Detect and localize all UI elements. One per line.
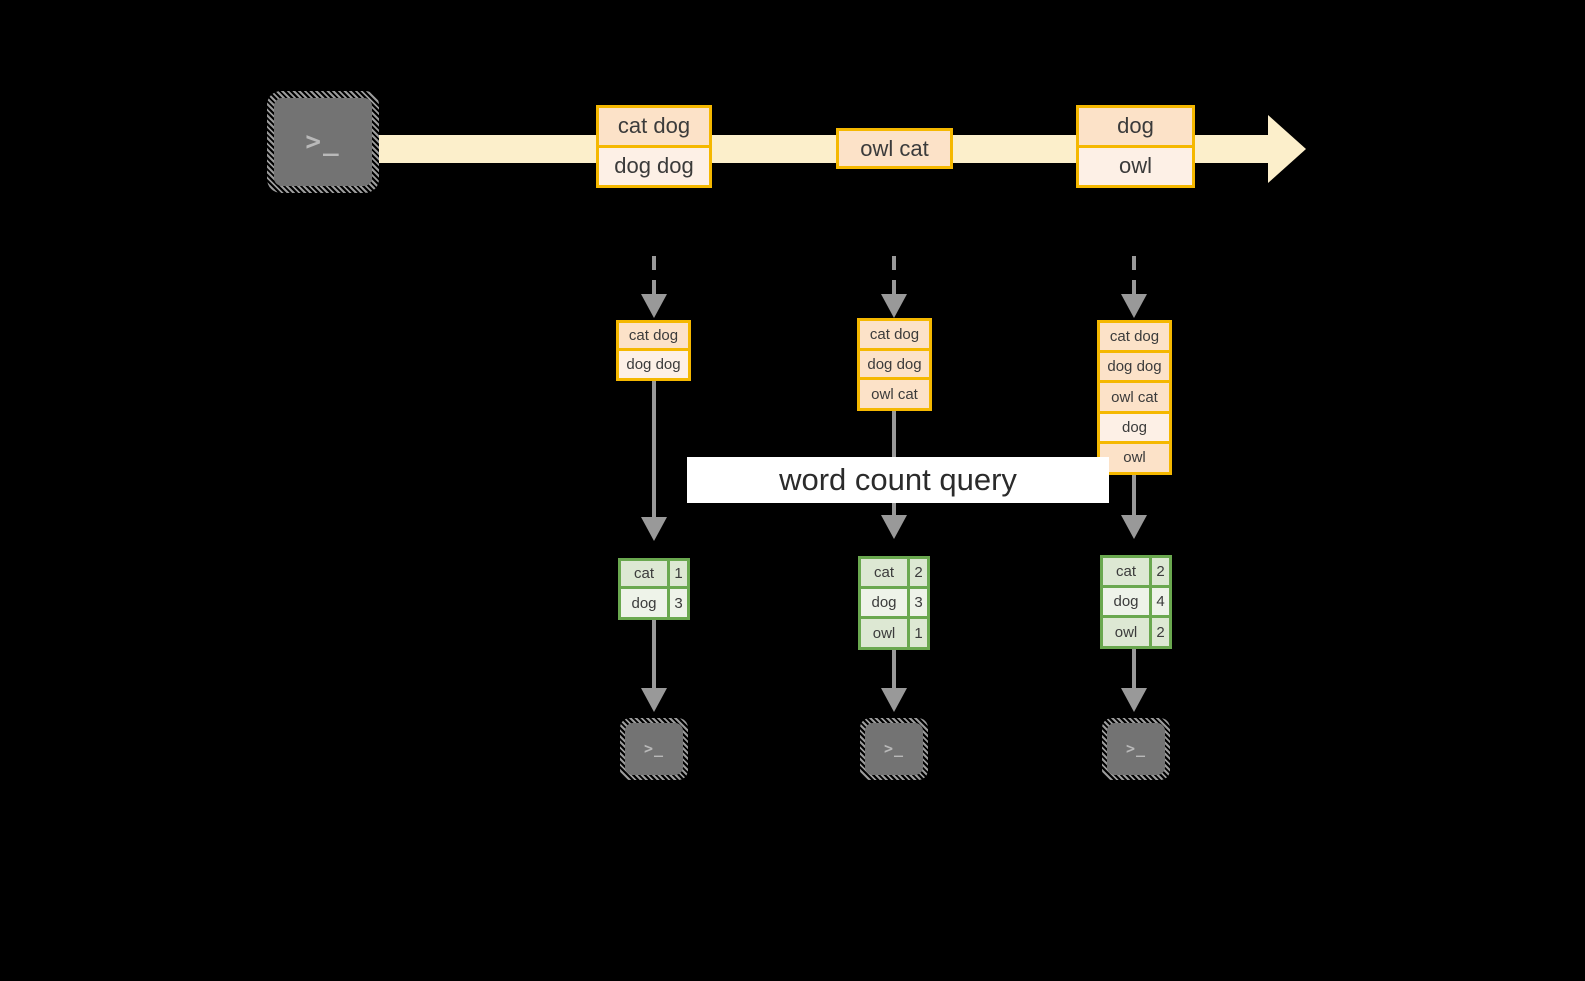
batch-1-result-table: cat 1 dog 3 (618, 558, 690, 620)
batch-3-input-row: owl (1100, 440, 1169, 472)
terminal-prompt-glyph: >_ (643, 739, 665, 758)
batch-3-input-arrow-icon (1121, 294, 1147, 318)
terminal-prompt-glyph: >_ (1125, 739, 1147, 758)
batch-1-input-connector-line (652, 256, 656, 298)
stream-event-2-line-1: owl cat (839, 131, 950, 166)
batch-3-input-row: owl cat (1100, 380, 1169, 411)
batch-2-input-table: cat dog dog dog owl cat (857, 318, 932, 411)
batch-1-query-arrow-icon (641, 517, 667, 541)
batch-1-sink-connector-line (652, 620, 656, 692)
stream-event-1-line-2: dog dog (599, 144, 709, 185)
batch-2-input-row: dog dog (860, 347, 929, 378)
terminal-screen: >_ (625, 723, 683, 775)
batch-1-input-row: dog dog (619, 348, 688, 378)
batch-3-result-word: owl (1103, 618, 1152, 646)
batch-1-result-count: 1 (670, 561, 687, 587)
batch-2-input-row: owl cat (860, 377, 929, 409)
terminal-prompt-glyph: >_ (305, 127, 341, 157)
stream-event-3: dog owl (1076, 105, 1195, 188)
batch-3-result-word: cat (1103, 558, 1152, 586)
batch-3-result-count: 2 (1152, 618, 1169, 646)
table-row: owl 2 (1103, 615, 1169, 646)
table-row: dog 3 (621, 586, 687, 617)
batch-3-result-count: 4 (1152, 588, 1169, 616)
batch-3-input-table: cat dog dog dog owl cat dog owl (1097, 320, 1172, 475)
page-title: word count query (779, 462, 1017, 497)
batch-2-input-row: cat dog (860, 321, 929, 348)
batch-3-query-arrow-icon (1121, 515, 1147, 539)
batch-2-query-arrow-icon (881, 515, 907, 539)
batch-1-input-row: cat dog (619, 323, 688, 349)
batch-2-result-table: cat 2 dog 3 owl 1 (858, 556, 930, 650)
batch-1-input-arrow-icon (641, 294, 667, 318)
stream-event-1-line-1: cat dog (599, 108, 709, 145)
batch-3-result-table: cat 2 dog 4 owl 2 (1100, 555, 1172, 649)
table-row: cat 2 (861, 559, 927, 587)
terminal-screen: >_ (865, 723, 923, 775)
batch-2-result-word: dog (861, 589, 910, 617)
batch-2-result-count: 1 (910, 619, 927, 647)
batch-2-input-connector-line (892, 256, 896, 298)
stream-event-3-line-1: dog (1079, 108, 1192, 145)
batch-3-sink-connector-line (1132, 649, 1136, 692)
stream-event-2: owl cat (836, 128, 953, 169)
batch-1-sink-arrow-icon (641, 688, 667, 712)
stream-event-1: cat dog dog dog (596, 105, 712, 188)
table-row: dog 4 (1103, 585, 1169, 616)
batch-2-sink-arrow-icon (881, 688, 907, 712)
batch-1-result-word: cat (621, 561, 670, 587)
batch-1-result-word: dog (621, 589, 670, 617)
stream-arrow-head-icon (1268, 115, 1306, 183)
terminal-screen: >_ (1107, 723, 1165, 775)
batch-1-query-connector-line (652, 381, 656, 521)
batch-1-result-count: 3 (670, 589, 687, 617)
batch-3-input-row: cat dog (1100, 323, 1169, 351)
batch-3-input-connector-line (1132, 256, 1136, 298)
batch-1-sink-terminal-icon: >_ (620, 718, 688, 780)
batch-3-result-count: 2 (1152, 558, 1169, 586)
batch-3-sink-arrow-icon (1121, 688, 1147, 712)
stream-event-3-line-2: owl (1079, 144, 1192, 185)
table-row: cat 1 (621, 561, 687, 587)
batch-2-sink-connector-line (892, 650, 896, 692)
batch-2-result-word: owl (861, 619, 910, 647)
batch-3-sink-terminal-icon: >_ (1102, 718, 1170, 780)
batch-2-result-count: 3 (910, 589, 927, 617)
source-terminal-icon: >_ (267, 91, 379, 193)
table-row: dog 3 (861, 586, 927, 617)
batch-3-result-word: dog (1103, 588, 1152, 616)
batch-1-input-table: cat dog dog dog (616, 320, 691, 381)
batch-3-query-connector-line (1132, 475, 1136, 521)
batch-2-input-arrow-icon (881, 294, 907, 318)
batch-2-sink-terminal-icon: >_ (860, 718, 928, 780)
table-row: cat 2 (1103, 558, 1169, 586)
terminal-prompt-glyph: >_ (883, 739, 905, 758)
batch-2-result-count: 2 (910, 559, 927, 587)
query-label-band: word count query (687, 457, 1109, 503)
table-row: owl 1 (861, 616, 927, 647)
batch-3-input-row: dog dog (1100, 350, 1169, 381)
terminal-screen: >_ (274, 98, 372, 186)
batch-3-input-row: dog (1100, 410, 1169, 441)
batch-2-result-word: cat (861, 559, 910, 587)
